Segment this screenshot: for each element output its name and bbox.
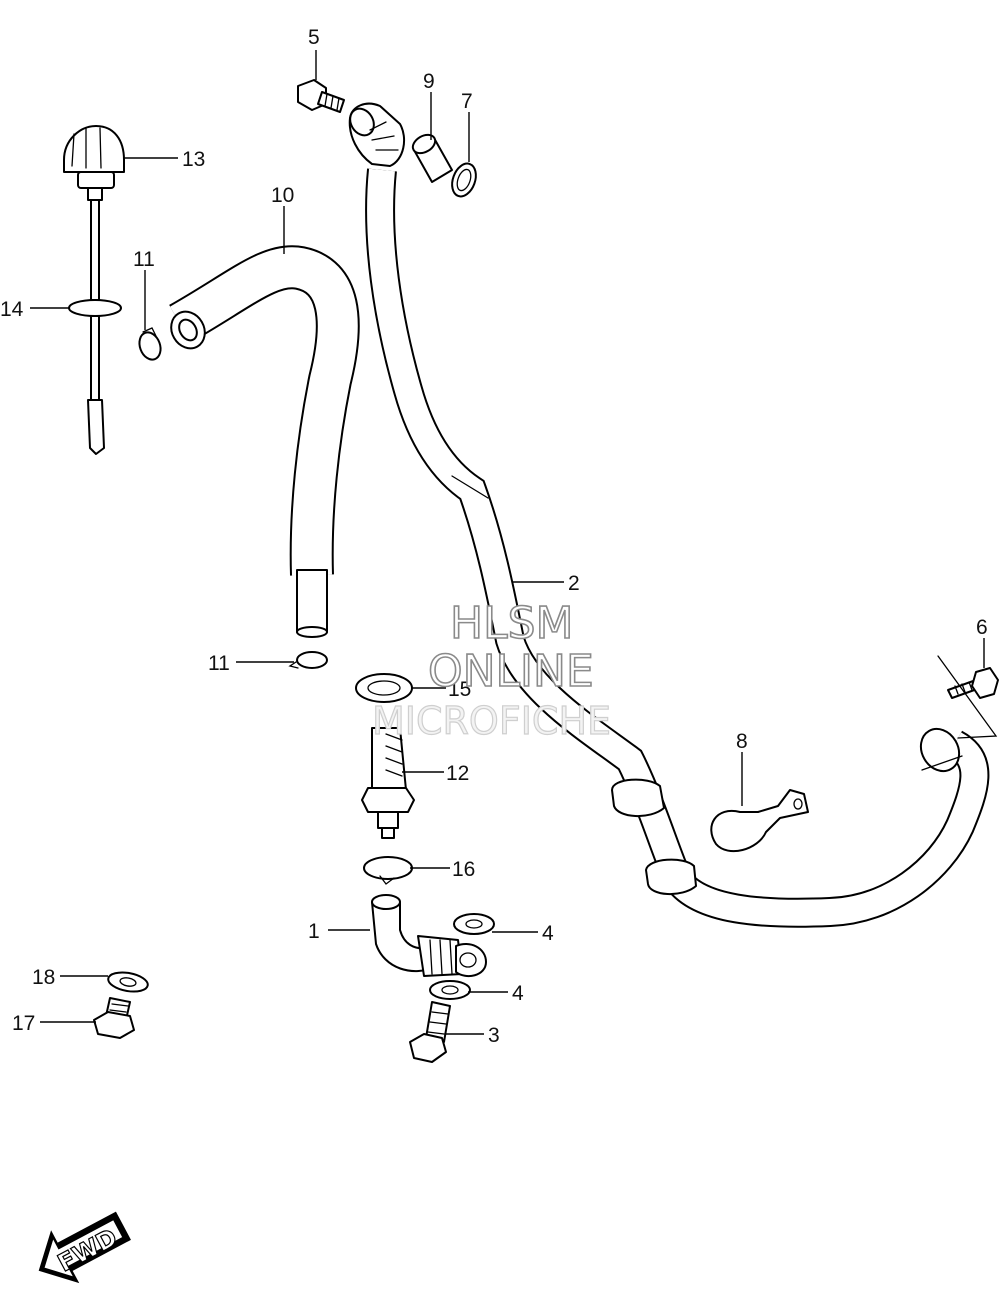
callout-11-upper: 11 [133, 248, 155, 271]
hose-clip-upper [138, 327, 162, 361]
o-ring-7 [451, 162, 477, 198]
union-bolt-3-part [409, 1001, 451, 1063]
callout-12: 12 [446, 762, 469, 785]
watermark-line-1: HLSM [450, 598, 574, 649]
callout-17: 17 [12, 1012, 35, 1035]
callout-1: 1 [308, 920, 320, 943]
watermark-line-3: MICROFICHE [372, 699, 611, 743]
callout-2: 2 [568, 572, 580, 595]
callout-10: 10 [271, 184, 294, 207]
callout-8: 8 [736, 730, 748, 753]
hose-clamp-bracket-part [710, 789, 809, 853]
callout-5: 5 [308, 26, 320, 49]
callout-3: 3 [488, 1024, 500, 1047]
watermark-line-2: ONLINE [428, 646, 594, 697]
union-bolt-part [297, 79, 345, 113]
drain-plug-17-part [93, 997, 135, 1039]
breather-hose-part [169, 245, 360, 638]
gasket-18-part [107, 971, 149, 993]
callouts: 5 9 7 13 10 11 14 2 6 11 15 8 12 16 1 4 … [0, 26, 988, 1047]
hose-clip-lower [288, 651, 328, 669]
collar-part [411, 133, 453, 183]
bolt-6-part [937, 655, 999, 739]
callout-16: 14 [0, 298, 24, 321]
callout-4-upper: 4 [542, 922, 554, 945]
leader-lines [30, 50, 985, 1035]
fwd-arrow-icon [38, 1211, 131, 1284]
elbow-hose-part [371, 894, 487, 978]
washer-4-lower [429, 980, 471, 1000]
dipstick-part [63, 125, 125, 455]
oil-pressure-switch-part [361, 727, 415, 839]
callout-15: 13 [182, 148, 205, 171]
callout-4-lower: 4 [512, 982, 524, 1005]
callout-6: 6 [976, 616, 988, 639]
oil-hose-part [365, 168, 990, 928]
callout-9: 9 [423, 70, 435, 93]
washer-4-upper [453, 913, 495, 935]
callout-7: 7 [461, 90, 473, 113]
washer-13-part [355, 673, 413, 703]
callout-11-lower: 11 [208, 652, 230, 675]
watermark: HLSM ONLINE MICROFICHE [371, 597, 611, 743]
callout-18: 18 [32, 966, 55, 989]
callout-14: 16 [452, 858, 475, 881]
callout-13: 15 [448, 678, 471, 701]
hose-clamp-14-part [363, 856, 413, 885]
union-fitting-part [348, 102, 406, 167]
